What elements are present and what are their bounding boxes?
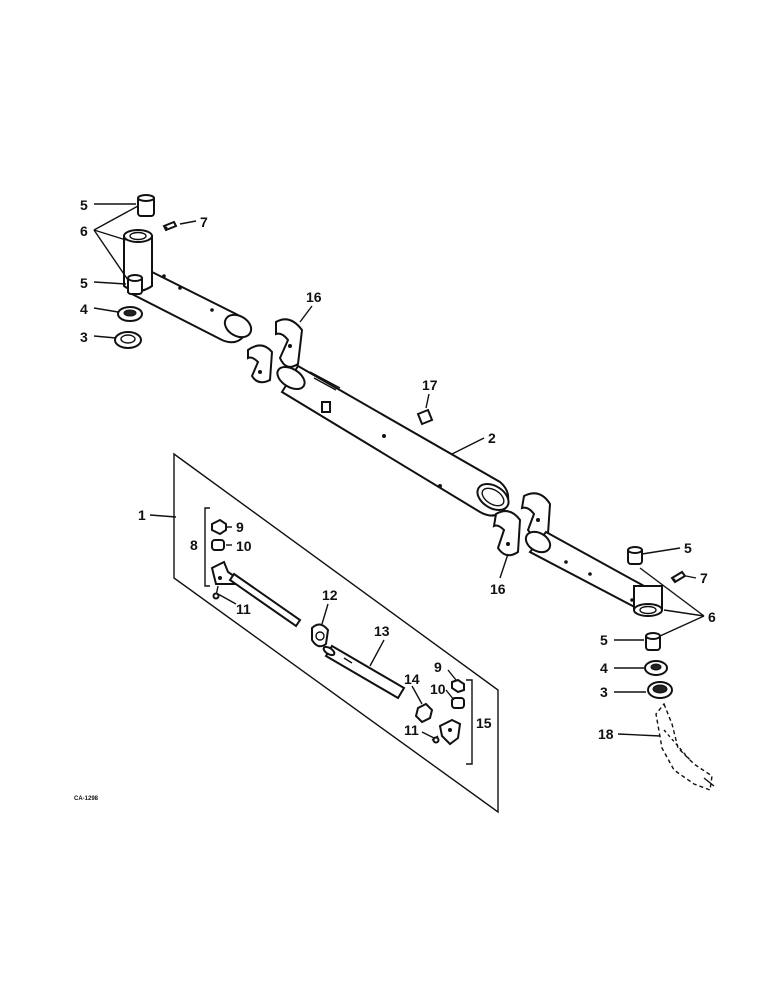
callout-11-right: 11	[404, 722, 419, 738]
right-lower-bushing	[645, 632, 661, 651]
callout-15: 15	[476, 715, 492, 731]
callout-16-right: 16	[490, 581, 506, 597]
left-upper-bushing	[137, 194, 155, 217]
callout-1: 1	[138, 507, 146, 523]
callout-7-left: 7	[200, 214, 208, 230]
callout-12: 12	[322, 587, 338, 603]
callout-10-right: 10	[430, 681, 446, 697]
callout-9-right: 9	[434, 659, 442, 675]
left-grease-fitting	[162, 220, 178, 232]
callout-11-left: 11	[236, 601, 251, 617]
right-outer-seal	[647, 681, 673, 699]
right-grease-fitting	[670, 570, 687, 584]
left-clamp-halves	[247, 318, 304, 384]
callout-13: 13	[374, 623, 390, 639]
right-spindle-housing	[524, 530, 663, 617]
callout-6-left: 6	[80, 223, 88, 239]
right-upper-bushing	[627, 546, 643, 565]
callout-4-right: 4	[600, 660, 608, 676]
callout-17: 17	[422, 377, 438, 393]
callout-5-lower-left: 5	[80, 275, 88, 291]
left-lower-bushing	[127, 274, 143, 295]
figure-code: CA-1298	[74, 796, 99, 802]
left-spindle-housing	[123, 229, 253, 344]
callout-5-upper-right: 5	[684, 540, 692, 556]
right-clamp-halves	[492, 492, 552, 557]
callout-10-left: 10	[236, 538, 252, 554]
callout-labels: 5 6 7 5 4 3 16 17 2 1 9 8 10 11 12 13 9 …	[74, 197, 716, 802]
callout-4-left: 4	[80, 301, 88, 317]
callout-18: 18	[598, 726, 614, 742]
right-inner-seal	[644, 660, 668, 676]
callout-6-right: 6	[708, 609, 716, 625]
plug	[416, 408, 434, 426]
center-tube	[276, 364, 510, 517]
callout-5-lower-right: 5	[600, 632, 608, 648]
left-outer-seal	[114, 331, 142, 349]
spindle	[655, 702, 715, 791]
callout-3-right: 3	[600, 684, 608, 700]
kit-parts	[210, 518, 465, 746]
callout-9-left: 9	[236, 519, 244, 535]
leader-lines	[93, 203, 705, 739]
callout-7-right: 7	[700, 570, 708, 586]
callout-16-left: 16	[306, 289, 322, 305]
left-inner-seal	[117, 306, 143, 322]
callout-3-left: 3	[80, 329, 88, 345]
callout-14: 14	[404, 671, 420, 687]
tie-rod-kit-panel	[173, 452, 499, 814]
callout-8: 8	[190, 537, 198, 553]
callout-5-upper-left: 5	[80, 197, 88, 213]
callout-2: 2	[488, 430, 496, 446]
